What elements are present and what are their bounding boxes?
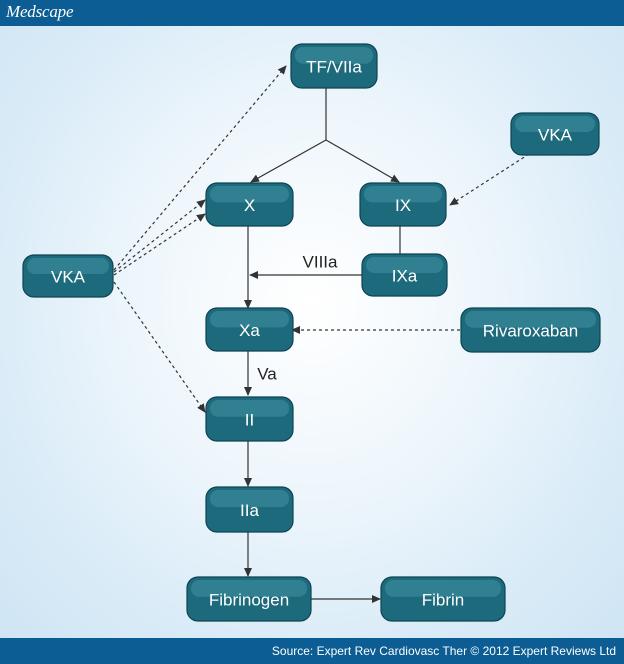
node-label: IX (395, 196, 411, 215)
header-bar: Medscape (0, 0, 624, 26)
node-label: TF/VIIa (306, 58, 362, 77)
node-label: Fibrinogen (209, 591, 289, 610)
node-ix: IX (359, 182, 447, 227)
node-iia: IIa (205, 486, 294, 533)
node-ixa: IXa (361, 253, 448, 297)
node-label: II (245, 411, 254, 430)
node-label: VKA (51, 268, 86, 287)
node-label: IIa (240, 501, 259, 520)
footer-bar: Source: Expert Rev Cardiovasc Ther © 201… (0, 638, 624, 664)
edge-labels: VIIIa Va (257, 253, 338, 384)
node-vka-right: VKA (510, 112, 600, 156)
node-highlight (210, 490, 289, 508)
node-highlight (210, 400, 289, 417)
node-highlight (364, 186, 442, 203)
node-label: X (244, 196, 255, 215)
edge-vka-to-tfviia (113, 65, 287, 271)
edge-vka-to-ii (113, 281, 206, 413)
node-highlight (366, 257, 443, 273)
node-highlight (191, 580, 307, 597)
medscape-logo: Medscape (6, 2, 74, 21)
edge-vka-to-x-lower (113, 213, 206, 276)
edge-tfviia-to-ix (325, 139, 400, 183)
node-highlight (210, 186, 289, 203)
node-x: X (205, 182, 294, 227)
node-label: VKA (538, 126, 573, 145)
node-highlight (295, 47, 373, 64)
node-label: IXa (392, 267, 418, 286)
node-highlight (515, 116, 595, 132)
node-highlight (27, 258, 109, 274)
node-label: Xa (239, 321, 260, 340)
node-label: Rivaroxaban (483, 322, 578, 341)
node-highlight (385, 580, 501, 597)
diagram-edges (113, 65, 530, 603)
edge-label-viiia: VIIIa (303, 253, 339, 272)
node-vka-left: VKA (22, 254, 114, 298)
node-highlight (465, 311, 596, 328)
edge-vka-right-to-ix (449, 153, 530, 206)
node-highlight (210, 311, 289, 328)
node-rivaroxaban: Rivaroxaban (460, 307, 601, 353)
node-ii: II (205, 396, 294, 442)
node-fibrin: Fibrin (380, 576, 506, 622)
edge-vka-to-x-upper (113, 199, 206, 273)
node-fibrinogen: Fibrinogen (186, 576, 312, 622)
edge-label-va: Va (257, 365, 277, 384)
node-label: Fibrin (422, 591, 465, 610)
node-xa: Xa (205, 307, 294, 352)
source-credit: Source: Expert Rev Cardiovasc Ther © 201… (271, 644, 616, 658)
node-tf-viia: TF/VIIa (290, 43, 378, 89)
edge-tfviia-to-x (250, 139, 327, 183)
